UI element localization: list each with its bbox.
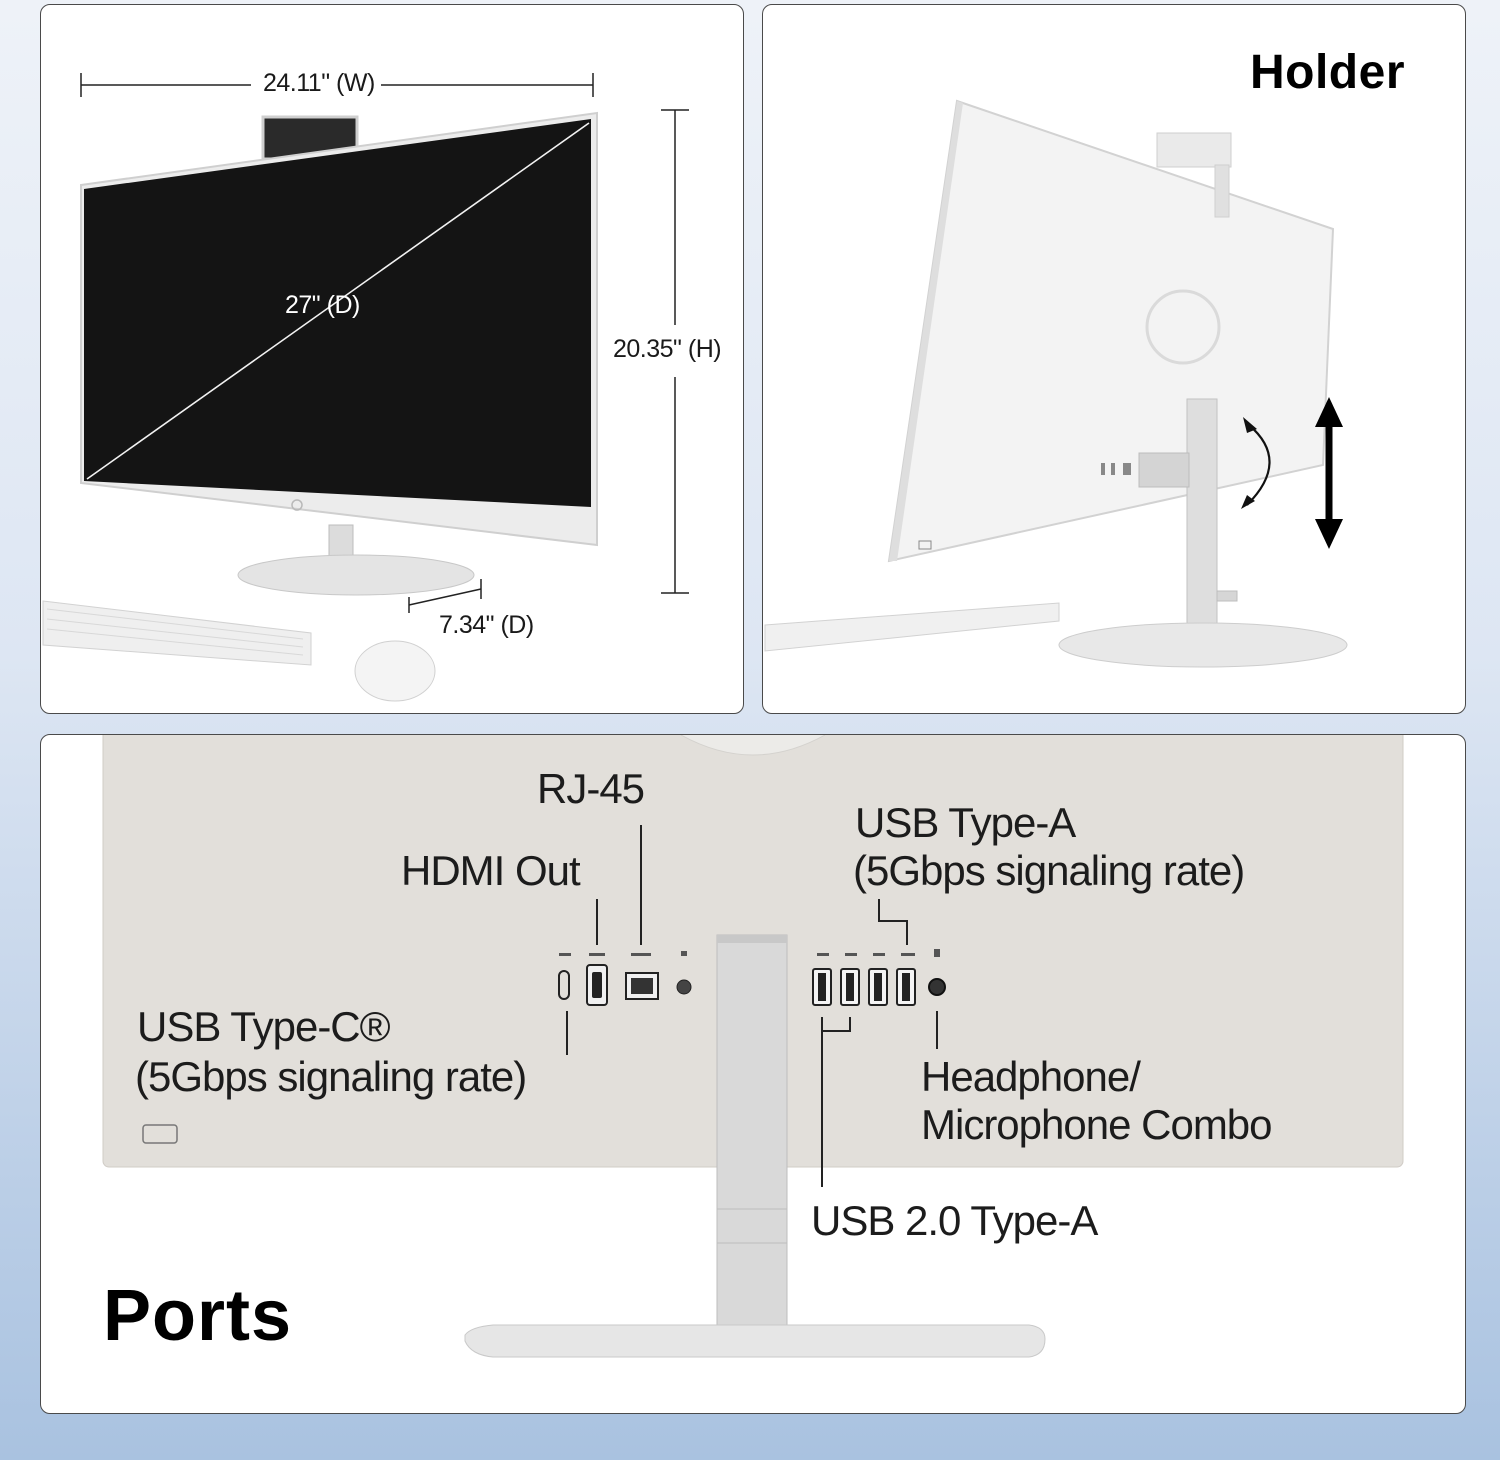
usb-c-label-line2: (5Gbps signaling rate): [135, 1053, 527, 1100]
usb-a-label-line1: USB Type-A: [855, 799, 1076, 846]
height-label: 20.35" (H): [613, 335, 722, 363]
holder-title: Holder: [1249, 46, 1405, 99]
dimensions-panel: 24.11" (W) 27" (D) 20.35" (H) 7.34" (D): [40, 4, 744, 714]
headphone-label-line2: Microphone Combo: [921, 1101, 1273, 1148]
ports-panel: RJ-45 HDMI Out USB Type-A (5Gbps signali…: [40, 734, 1466, 1414]
ports-title: Ports: [103, 1276, 293, 1356]
holder-panel: hp Holder: [762, 4, 1466, 714]
dimensions-illustration: [42, 73, 689, 702]
ports-illustration: [102, 735, 1404, 1358]
width-label: 24.11" (W): [263, 69, 375, 97]
holder-illustration: [764, 99, 1348, 668]
usb-a-label-line2: (5Gbps signaling rate): [853, 847, 1245, 894]
headphone-label-line1: Headphone/: [921, 1053, 1141, 1100]
hdmi-label: HDMI Out: [401, 847, 581, 894]
diagonal-label: 27" (D): [285, 291, 360, 319]
rj45-label: RJ-45: [537, 765, 645, 812]
depth-label: 7.34" (D): [439, 611, 534, 639]
usb20-label: USB 2.0 Type-A: [811, 1197, 1098, 1244]
usb-c-label-line1: USB Type-C®: [137, 1003, 391, 1050]
